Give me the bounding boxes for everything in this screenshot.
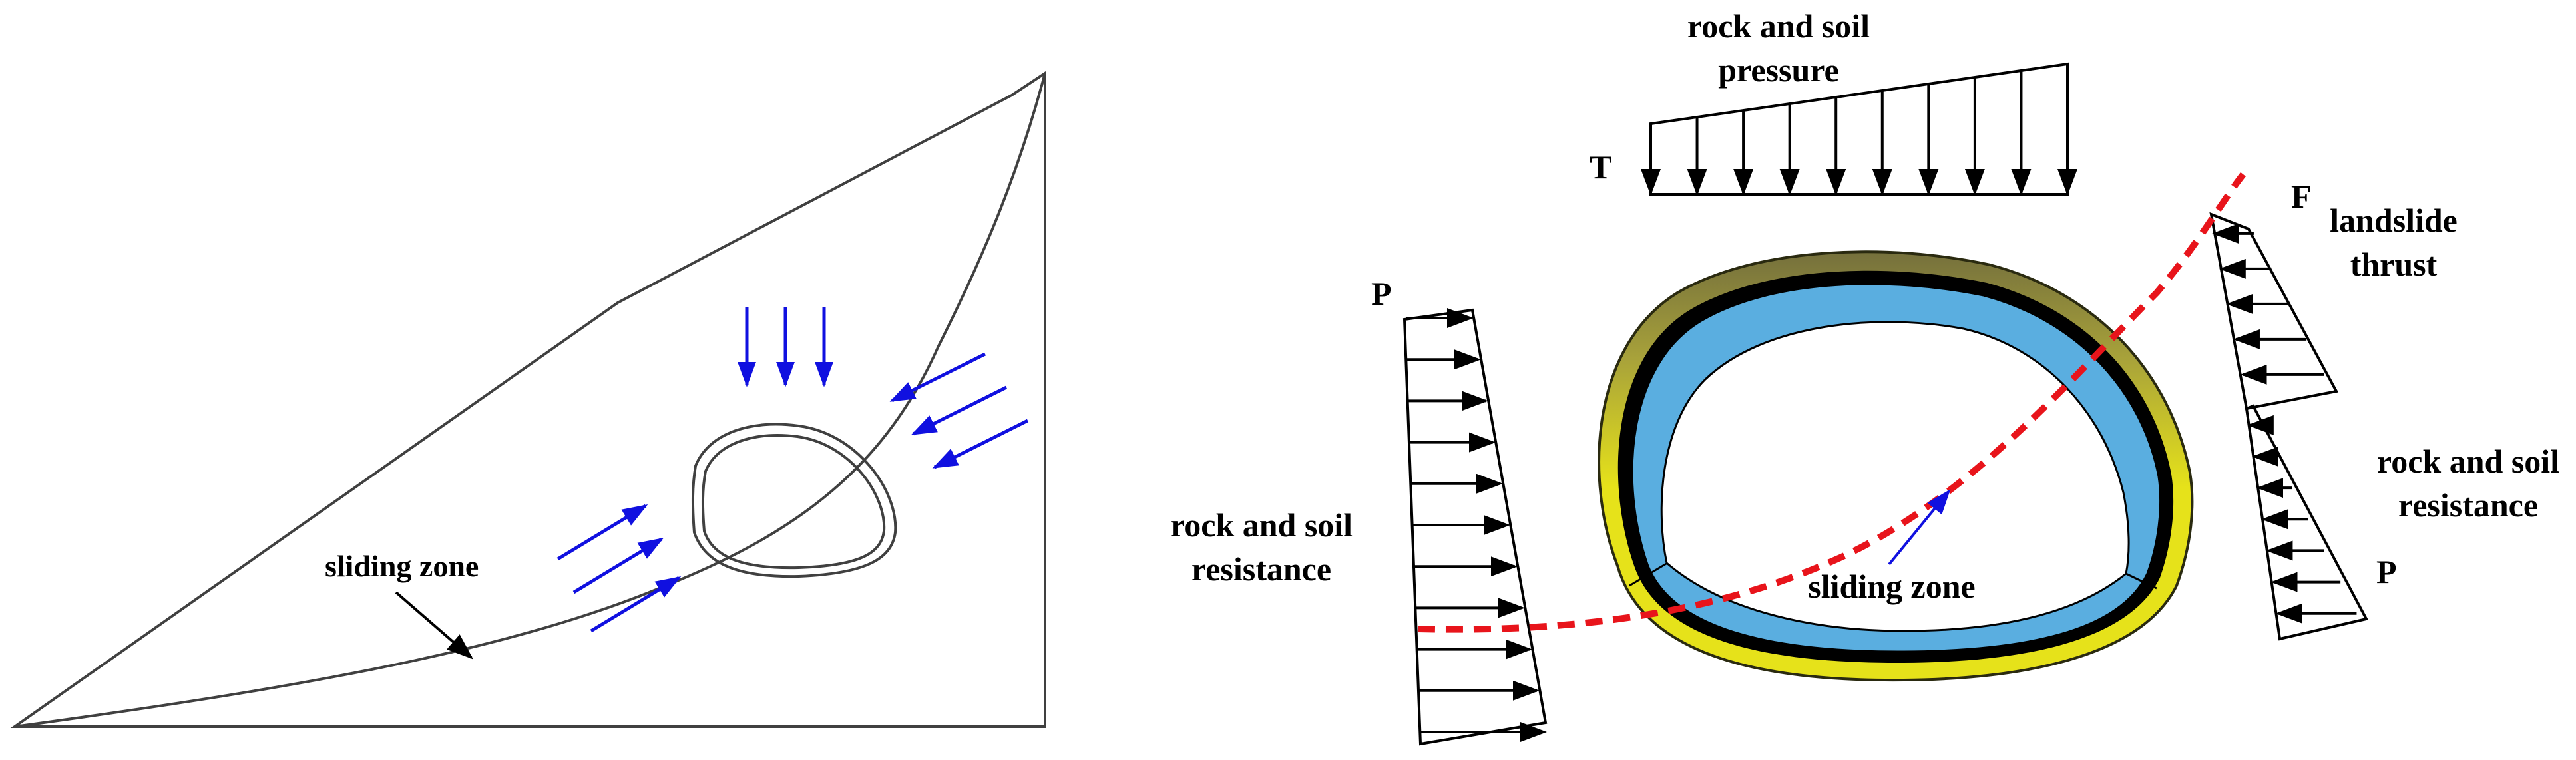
right-resistance-envelope — [2245, 404, 2368, 641]
left-sliding-zone-pointer — [395, 591, 474, 660]
symbol-F: F — [2291, 178, 2312, 215]
lining-invert-joint-right — [2125, 572, 2157, 590]
landslide-thrust-label-line2: thrust — [2350, 246, 2438, 283]
left-resistance-label-line2: resistance — [1191, 550, 1331, 588]
symbol-P-left: P — [1371, 275, 1392, 312]
symbol-P-right: P — [2376, 553, 2397, 590]
right-sliding-zone-label: sliding zone — [1808, 568, 1975, 605]
top-load-envelope — [1649, 62, 2069, 196]
blue-arrow-resist-2 — [572, 537, 664, 594]
blue-arrow-resist-3 — [590, 576, 682, 633]
left-tunnel-inner — [701, 434, 886, 570]
landslide-thrust-envelope — [2209, 212, 2339, 411]
blue-arrow-thrust-2 — [911, 385, 1008, 436]
blue-arrow-thrust-1 — [889, 352, 986, 403]
left-resistance-arrows — [1406, 308, 1547, 742]
right-panel-lining: rock and soil pressure T P rock and soil… — [1170, 7, 2559, 746]
top-pressure-label-line2: pressure — [1718, 51, 1839, 89]
landslide-thrust-arrows — [2212, 223, 2324, 385]
right-resistance-load: rock and soil resistance P — [2245, 404, 2559, 641]
left-sliding-zone-label: sliding zone — [325, 549, 479, 583]
left-resistance-load: P rock and soil resistance — [1170, 275, 1548, 746]
tunnel-lining — [1598, 250, 2194, 682]
top-pressure-load: rock and soil pressure T — [1590, 7, 2077, 196]
left-tunnel-outer — [691, 423, 897, 578]
right-resistance-arrows — [2247, 415, 2357, 624]
right-sliding-surface — [1417, 172, 2246, 633]
left-panel-slope: sliding zone — [10, 71, 1046, 728]
symbol-T: T — [1590, 148, 1611, 186]
blue-down-arrows — [738, 307, 833, 387]
right-resistance-label-line2: resistance — [2398, 486, 2538, 524]
lining-opening — [1660, 321, 2130, 632]
top-pressure-label-line1: rock and soil — [1687, 7, 1870, 45]
left-tunnel — [691, 423, 897, 578]
left-resistance-envelope — [1402, 308, 1548, 746]
sliding-surface-curve — [14, 73, 1046, 728]
right-sliding-zone-pointer — [1888, 489, 1951, 566]
blue-resistance-arrows — [556, 504, 682, 633]
landslide-thrust-label-line1: landslide — [2330, 202, 2458, 239]
landslide-thrust-load: F landslide thrust — [2209, 178, 2458, 411]
right-resistance-label-line1: rock and soil — [2377, 443, 2559, 480]
slope-outline — [10, 71, 1046, 728]
blue-thrust-arrows — [889, 352, 1029, 469]
left-resistance-label-line1: rock and soil — [1170, 506, 1353, 544]
lining-invert-joint-left — [1629, 562, 1668, 587]
blue-arrow-thrust-3 — [932, 419, 1029, 469]
top-load-arrows — [1641, 64, 2077, 196]
blue-arrow-resist-1 — [556, 504, 648, 561]
